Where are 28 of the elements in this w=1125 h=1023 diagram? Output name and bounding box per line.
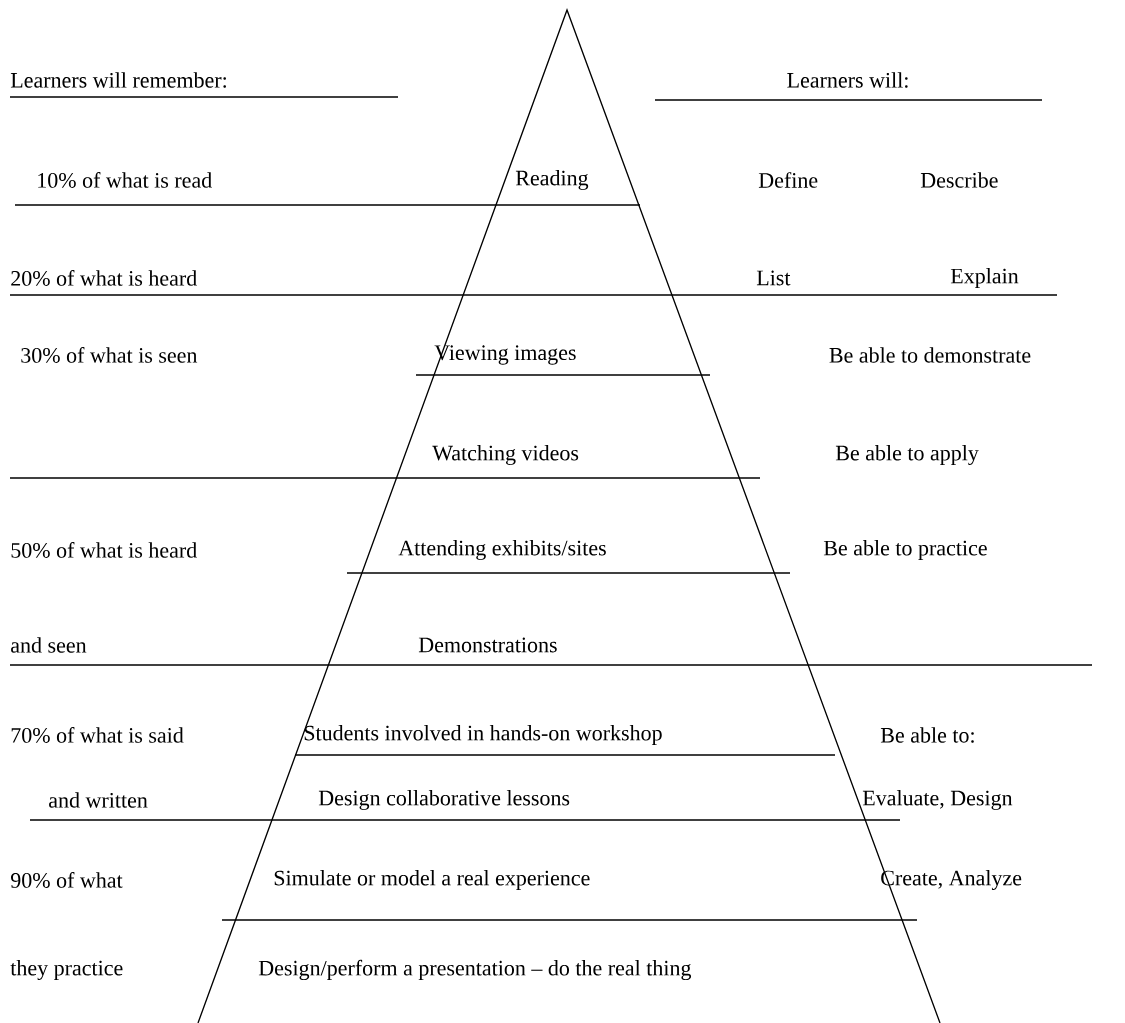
retention-label: 90% of what bbox=[11, 872, 123, 888]
outcome-label: Be able to practice bbox=[823, 540, 987, 560]
retention-label: 50% of what is heard bbox=[11, 542, 197, 558]
retention-label: they practice bbox=[10, 960, 123, 980]
outcome-label: Define bbox=[758, 172, 818, 188]
outcome-label: Evaluate, Design bbox=[862, 790, 1013, 810]
outcome-label: List bbox=[756, 270, 791, 286]
outcome-label: Be able to: bbox=[880, 727, 974, 743]
activity-label: Attending exhibits/sites bbox=[398, 540, 606, 560]
column-heading: Learners will remember: bbox=[10, 72, 226, 88]
activity-label: Design collaborative lessons bbox=[318, 790, 570, 810]
retention-label: and seen bbox=[11, 637, 87, 653]
retention-label: 30% of what is seen bbox=[21, 347, 198, 363]
outcome-label: Be able to demonstrate bbox=[829, 347, 1031, 363]
activity-label: Reading bbox=[515, 170, 589, 190]
outcome-label: Explain bbox=[950, 268, 1019, 288]
activity-label: Simulate or model a real experience bbox=[274, 870, 590, 890]
retention-label: 20% of what is heard bbox=[11, 270, 197, 286]
activity-label: Design/perform a presentation – do the real thing bbox=[258, 959, 692, 981]
retention-label: 10% of what is read bbox=[38, 172, 212, 188]
activity-label: Students involved in hands-on workshop bbox=[304, 725, 662, 745]
retention-label: 70% of what is said bbox=[11, 727, 184, 743]
activity-label: Demonstrations bbox=[418, 637, 557, 653]
retention-label: and written bbox=[49, 792, 148, 808]
outcome-label: Describe bbox=[920, 172, 998, 188]
outcome-label: Be able to apply bbox=[835, 445, 979, 465]
column-heading: Learners will: bbox=[787, 72, 908, 88]
activity-label: Watching videos bbox=[432, 445, 579, 465]
